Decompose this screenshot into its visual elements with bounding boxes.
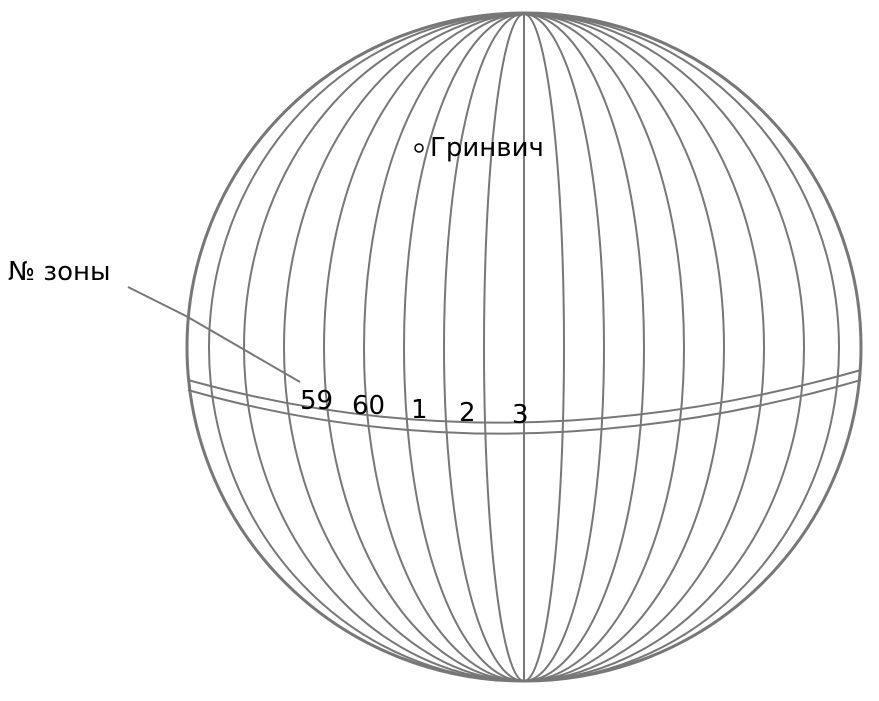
greenwich-marker [414, 143, 424, 153]
zone-label-1: 1 [411, 395, 428, 425]
equator-line-upper [187, 369, 862, 424]
greenwich-label: Гринвич [430, 133, 544, 163]
globe-outline [185, 11, 863, 683]
meridian-lines [208, 13, 840, 682]
zone-label-3: 3 [512, 400, 529, 430]
zone-number-caption: № зоны [8, 257, 111, 287]
zone-label-59: 59 [300, 386, 334, 416]
equator-line-lower [187, 379, 862, 435]
zone-label-2: 2 [459, 398, 476, 428]
zone-leader-line [127, 286, 301, 383]
zone-label-60: 60 [352, 391, 386, 421]
